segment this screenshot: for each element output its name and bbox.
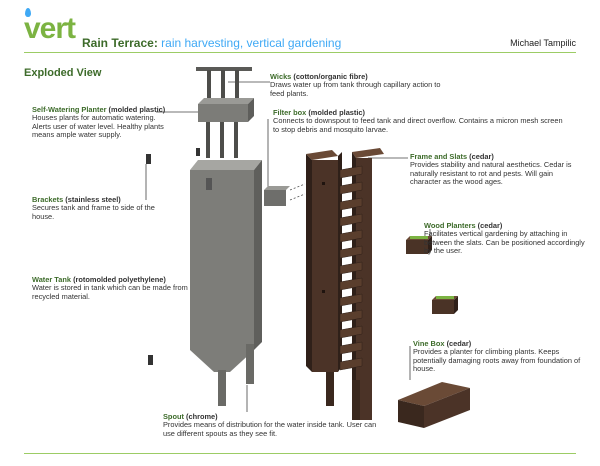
- spout-desc: Provides means of distribution for the w…: [163, 420, 377, 438]
- header-divider: [24, 52, 576, 53]
- frame-foot-left: [326, 372, 334, 406]
- annotation-wicks: Wicks (cotton/organic fibre) Draws water…: [270, 72, 455, 98]
- slats: [339, 165, 363, 371]
- author-name: Michael Tampilic: [510, 38, 576, 48]
- wood-planters-name: Wood Planters: [424, 221, 476, 230]
- vert-logo: vert: [24, 8, 76, 45]
- subtitle-text: rain harvesting, vertical gardening: [161, 36, 342, 50]
- planter-material: (molded plastic): [108, 105, 166, 114]
- filter-name: Filter box: [273, 108, 307, 117]
- spout-name: Spout: [163, 412, 184, 421]
- tank-material: (rotomolded polyethylene): [73, 275, 166, 284]
- spout-material: (chrome): [186, 412, 218, 421]
- bracket-top: [146, 154, 151, 164]
- page-title: Rain Terrace: rain harvesting, vertical …: [82, 36, 341, 50]
- wood-planters-material: (cedar): [477, 221, 503, 230]
- annotation-tank: Water Tank (rotomolded polyethylene) Wat…: [32, 275, 197, 301]
- annotation-planter: Self-Watering Planter (molded plastic) H…: [32, 105, 167, 140]
- frame-material: (cedar): [469, 152, 494, 161]
- vine-box-name: Vine Box: [413, 339, 445, 348]
- vine-box-part: [398, 382, 470, 428]
- bracket-bottom: [148, 355, 153, 365]
- annotation-frame: Frame and Slats (cedar) Provides stabili…: [410, 152, 578, 187]
- vine-box-material: (cedar): [446, 339, 472, 348]
- planter-name: Self-Watering Planter: [32, 105, 107, 114]
- planter-part: [198, 98, 254, 158]
- annotation-brackets: Brackets (stainless steel) Secures tank …: [32, 195, 162, 221]
- footer-divider: [24, 453, 576, 454]
- planter-desc: Houses plants for automatic watering. Al…: [32, 113, 164, 140]
- logo-text: vert: [24, 12, 76, 45]
- filter-desc: Connects to downspout to feed tank and d…: [273, 116, 563, 134]
- wicks-material: (cotton/organic fibre): [293, 72, 368, 81]
- frame-desc: Provides stability and natural aesthetic…: [410, 160, 572, 187]
- wicks-desc: Draws water up from tank through capilla…: [270, 80, 441, 98]
- frame-foot-right: [352, 380, 360, 420]
- annotation-vine-box: Vine Box (cedar) Provides a planter for …: [413, 339, 588, 374]
- brackets-desc: Secures tank and frame to side of the ho…: [32, 203, 155, 221]
- water-tank-part: [190, 160, 262, 406]
- wicks-part: [196, 67, 252, 106]
- tank-desc: Water is stored in tank which can be mad…: [32, 283, 188, 301]
- wood-planter-bottom: [432, 296, 458, 314]
- vine-box-desc: Provides a planter for climbing plants. …: [413, 347, 581, 374]
- wood-planters-desc: Facilitates vertical gardening by attach…: [424, 229, 585, 256]
- brackets-name: Brackets: [32, 195, 64, 204]
- annotation-wood-planters: Wood Planters (cedar) Facilitates vertic…: [424, 221, 586, 256]
- tank-name: Water Tank: [32, 275, 72, 284]
- filter-material: (molded plastic): [308, 108, 365, 117]
- title-text: Rain Terrace:: [82, 36, 158, 50]
- annotation-filter: Filter box (molded plastic) Connects to …: [273, 108, 563, 134]
- bracket-tank: [196, 148, 200, 156]
- annotation-spout: Spout (chrome) Provides means of distrib…: [163, 412, 378, 438]
- frame-name: Frame and Slats: [410, 152, 468, 161]
- brackets-material: (stainless steel): [65, 195, 121, 204]
- water-drop-icon: [25, 8, 31, 17]
- filter-box-part: [264, 183, 306, 206]
- section-title: Exploded View: [24, 67, 102, 79]
- wood-planter-top: [406, 236, 432, 254]
- wicks-name: Wicks: [270, 72, 292, 81]
